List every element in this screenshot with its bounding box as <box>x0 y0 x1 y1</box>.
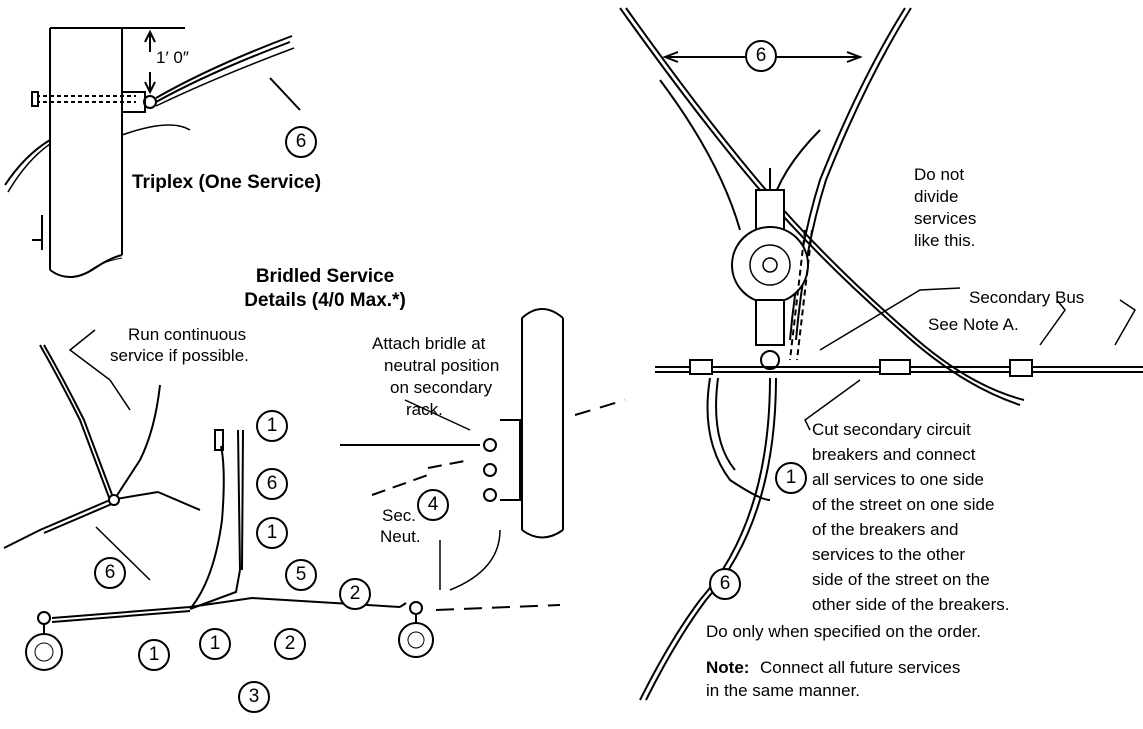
dimension-label: 1′ 0″ <box>156 48 189 67</box>
callout-6-triplex: 6 <box>285 126 317 158</box>
callout-6-bridle-upper: 6 <box>256 468 288 500</box>
triplex-cable <box>4 35 301 193</box>
callout-5-bridle: 5 <box>285 559 317 591</box>
cut-breakers-line5: of the breakers and <box>812 520 959 539</box>
bridle-assembly <box>25 429 561 671</box>
bridled-title-line2: Details (4/0 Max.*) <box>244 290 406 311</box>
note-text-line1: Connect all future services <box>760 658 961 677</box>
do-only-note: Do only when specified on the order. <box>706 622 982 641</box>
triplex-pole <box>31 27 157 278</box>
triplex-title: Triplex (One Service) <box>132 172 322 193</box>
bridled-title-line1: Bridled Service <box>255 266 395 287</box>
callout-6-right-bottom: 6 <box>709 568 741 600</box>
cut-breakers-line1: Cut secondary circuit <box>812 420 971 439</box>
secondary-rack-pole <box>340 308 626 539</box>
do-not-divide-line1: Do not <box>914 165 965 184</box>
secondary-bus-label: Secondary Bus <box>969 288 1085 307</box>
callout-2-bridle-right: 2 <box>339 578 371 610</box>
leader-lines <box>68 124 1136 591</box>
do-not-divide-line3: services <box>914 209 977 228</box>
callout-3-bridle: 3 <box>238 681 270 713</box>
callout-1-bridle-bottom: 1 <box>199 628 231 660</box>
run-continuous-line1: Run continuous <box>128 325 247 344</box>
run-continuous-line2: service if possible. <box>110 346 249 365</box>
cut-breakers-line6: services to the other <box>812 545 966 564</box>
cut-breakers-line2: breakers and connect <box>812 445 976 464</box>
cut-breakers-line3: all services to one side <box>812 470 984 489</box>
dimension-marker <box>122 27 185 95</box>
callout-1-bridle-top: 1 <box>256 410 288 442</box>
cut-breakers-line7: side of the street on the <box>812 570 990 589</box>
callout-1-right: 1 <box>775 462 807 494</box>
sec-neut-line2: Neut. <box>380 527 421 546</box>
cut-breakers-line8: other side of the breakers. <box>812 595 1010 614</box>
do-not-divide-line4: like this. <box>914 231 976 250</box>
attach-bridle-line4: rack. <box>406 400 443 419</box>
attach-bridle-line3: on secondary <box>390 378 493 397</box>
note-text-line2: in the same manner. <box>706 681 861 700</box>
callout-4-rack: 4 <box>417 489 449 521</box>
attach-bridle-line2: neutral position <box>384 356 500 375</box>
right-detail <box>619 7 1143 701</box>
callout-6-right-top: 6 <box>745 40 777 72</box>
note-label: Note: <box>706 658 750 677</box>
callout-2-bridle-bottom: 2 <box>274 628 306 660</box>
callout-1-bridle-left: 1 <box>138 639 170 671</box>
do-not-divide-line2: divide <box>914 187 959 206</box>
callout-1-bridle-mid: 1 <box>256 517 288 549</box>
sec-neut-line1: Sec. <box>382 506 417 525</box>
cut-breakers-line4: of the street on one side <box>812 495 995 514</box>
callout-6-bridle-left: 6 <box>94 557 126 589</box>
continuous-service-inset <box>3 344 201 549</box>
see-note-a-label: See Note A. <box>928 315 1019 334</box>
attach-bridle-line1: Attach bridle at <box>372 334 486 353</box>
